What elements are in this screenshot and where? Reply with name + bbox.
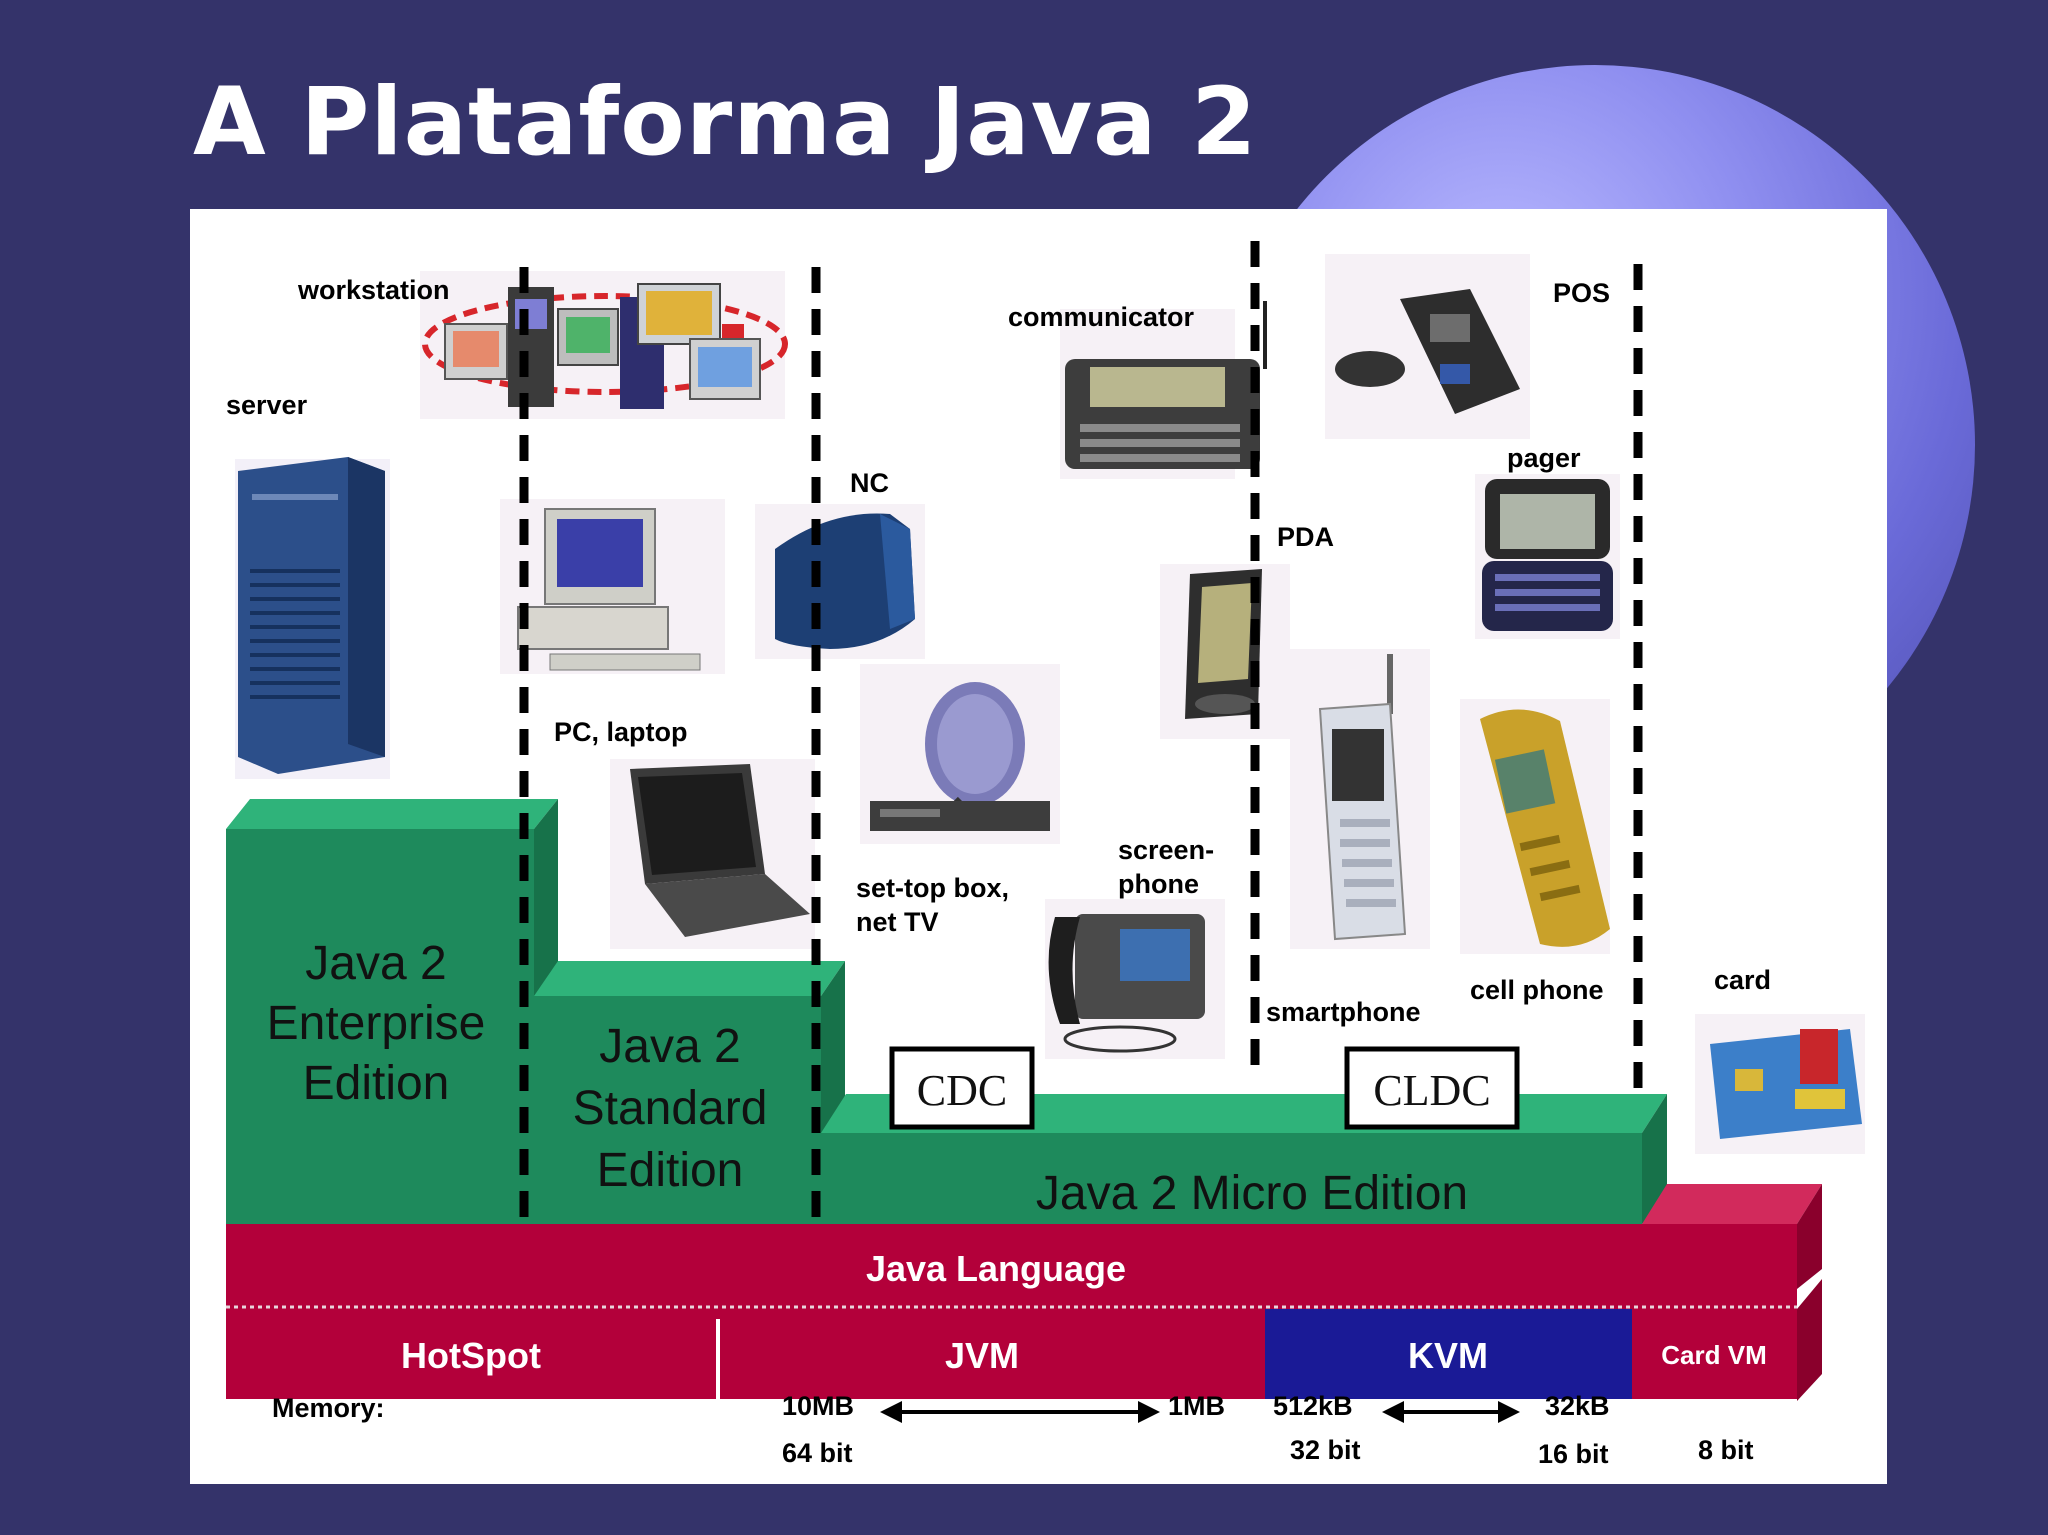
jvm-min-memory: 1MB xyxy=(1168,1391,1225,1421)
micro-edition-label: Java 2 Micro Edition xyxy=(1036,1167,1468,1220)
label-card: card xyxy=(1714,965,1771,995)
label-pager: pager xyxy=(1507,443,1581,473)
hotspot-label: HotSpot xyxy=(401,1335,541,1376)
enterprise-line-1: Java 2 xyxy=(305,937,446,990)
jvm-max-memory: 10MB xyxy=(782,1391,854,1421)
label-cell-phone: cell phone xyxy=(1470,975,1604,1005)
server-icon xyxy=(235,457,390,779)
pc-icon xyxy=(500,499,725,674)
vm-layer: HotSpot JVM KVM Card VM xyxy=(226,1279,1822,1401)
workstation-icon xyxy=(420,271,788,419)
label-nc: NC xyxy=(850,468,889,498)
cdc-label: CDC xyxy=(917,1066,1007,1115)
jvm-memory-arrow xyxy=(880,1401,1160,1423)
label-screenphone-1: screen- xyxy=(1118,835,1214,865)
label-workstation: workstation xyxy=(297,275,450,305)
cell-phone-icon xyxy=(1460,699,1610,954)
communicator-icon xyxy=(1060,301,1267,479)
java-language-label: Java Language xyxy=(866,1248,1126,1289)
standard-line-3: Edition xyxy=(597,1144,744,1197)
label-pos: POS xyxy=(1553,278,1610,308)
set-top-box-icon xyxy=(860,664,1060,844)
smartphone-icon xyxy=(1290,649,1430,949)
smart-card-icon xyxy=(1695,1014,1865,1154)
label-communicator: communicator xyxy=(1008,302,1195,332)
label-set-top-box-1: set-top box, xyxy=(856,873,1009,903)
kvm-min-memory: 32kB xyxy=(1545,1391,1610,1421)
nc-icon xyxy=(755,504,925,659)
standard-line-2: Standard xyxy=(573,1082,768,1135)
bits-64: 64 bit xyxy=(782,1438,853,1468)
laptop-icon xyxy=(610,759,815,949)
cdc-box: CDC xyxy=(889,1046,1035,1130)
enterprise-line-2: Enterprise xyxy=(267,997,486,1050)
bits-8: 8 bit xyxy=(1698,1435,1754,1465)
memory-label: Memory: xyxy=(272,1393,385,1423)
standard-edition-block: Java 2 Standard Edition xyxy=(534,961,845,1224)
pos-icon xyxy=(1325,254,1530,439)
label-pc-laptop: PC, laptop xyxy=(554,717,688,747)
kvm-label: KVM xyxy=(1408,1335,1488,1376)
standard-line-1: Java 2 xyxy=(599,1020,740,1073)
memory-row: Memory: 10MB 1MB 512kB 32kB 64 bit 32 bi… xyxy=(272,1391,1754,1469)
slide-title: A Plataforma Java 2 xyxy=(193,68,1258,177)
cldc-label: CLDC xyxy=(1373,1066,1490,1115)
java-language-layer: Java Language xyxy=(226,1184,1822,1319)
label-smartphone: smartphone xyxy=(1266,997,1421,1027)
label-set-top-box-2: net TV xyxy=(856,907,939,937)
jvm-label: JVM xyxy=(945,1335,1019,1376)
enterprise-line-3: Edition xyxy=(303,1057,450,1110)
bits-32: 32 bit xyxy=(1290,1435,1361,1465)
screenphone-icon xyxy=(1045,899,1225,1059)
label-screenphone-2: phone xyxy=(1118,869,1199,899)
kvm-max-memory: 512kB xyxy=(1273,1391,1353,1421)
kvm-memory-arrow xyxy=(1382,1401,1520,1423)
pda-icon xyxy=(1160,564,1290,739)
bits-16: 16 bit xyxy=(1538,1439,1609,1469)
label-server: server xyxy=(226,390,308,420)
enterprise-edition-block: Java 2 Enterprise Edition xyxy=(226,799,558,1224)
label-pda: PDA xyxy=(1277,522,1334,552)
card-vm-label: Card VM xyxy=(1661,1340,1766,1370)
java-platform-diagram: workstation server PC, laptop NC communi… xyxy=(190,209,1887,1484)
pager-icon xyxy=(1475,474,1620,639)
edition-separators xyxy=(519,241,1643,1224)
cldc-box: CLDC xyxy=(1344,1046,1520,1130)
